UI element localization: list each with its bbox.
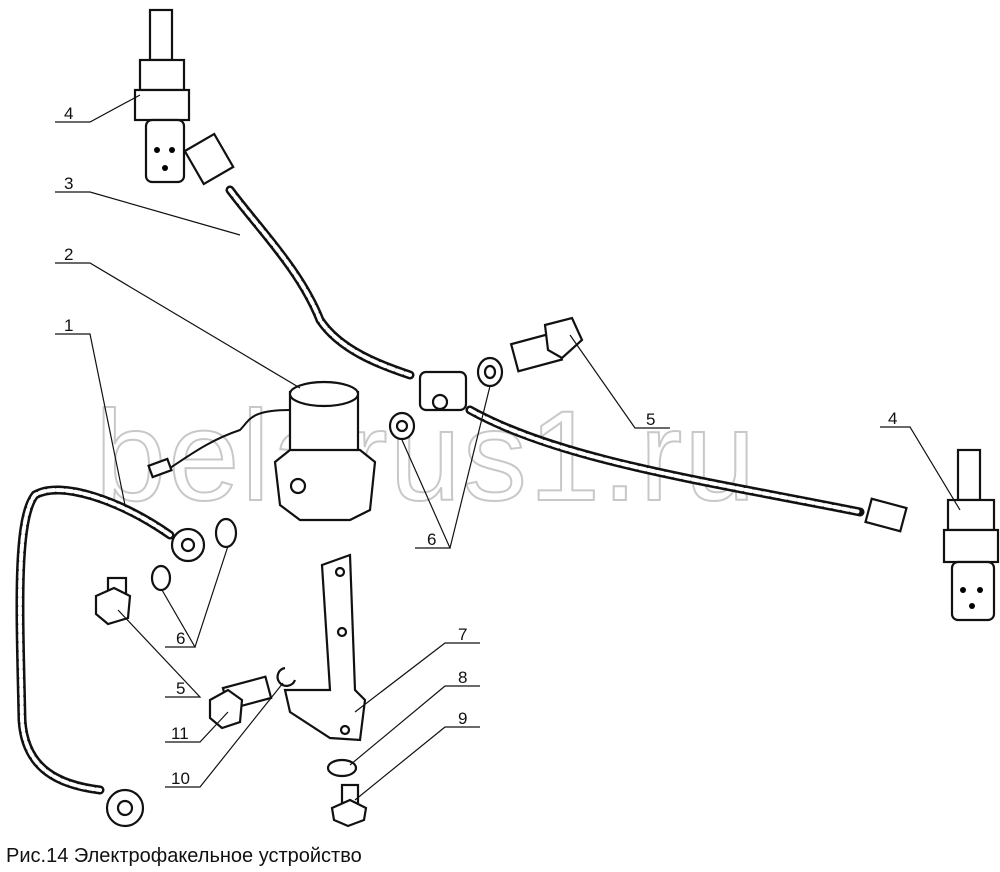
- fuel-pipe-long: [465, 405, 908, 533]
- callout-10: 10: [171, 769, 190, 788]
- screw-9: [330, 783, 368, 828]
- retaining-ring-10: [276, 666, 297, 687]
- washer-8: [326, 758, 358, 778]
- callout-4: 4: [64, 104, 73, 123]
- callout-2: 2: [64, 245, 73, 264]
- banjo-fitting: [418, 370, 468, 412]
- callout-9: 9: [458, 709, 467, 728]
- solenoid-valve-2: [147, 380, 377, 522]
- figure-caption: Рис.14 Электрофакельное устройство: [6, 845, 362, 867]
- washer-6: [150, 564, 172, 592]
- bracket-hole: [336, 626, 348, 638]
- callout-7: 7: [458, 625, 467, 644]
- callout-1: 1: [64, 316, 73, 335]
- glow-plug-4: [942, 448, 1000, 622]
- bolt-5: [94, 576, 132, 626]
- fuel-pipe-1: [15, 485, 206, 828]
- fuel-pipe-3: [183, 132, 415, 380]
- bolt-5: [509, 316, 584, 373]
- bracket-7: [283, 553, 367, 742]
- callout-6: 6: [427, 530, 436, 549]
- callout-5: 5: [176, 679, 185, 698]
- glow-plug-4: [133, 8, 191, 184]
- washer-hole: [483, 364, 497, 380]
- leader-lines: [55, 94, 961, 801]
- callout-3: 3: [64, 174, 73, 193]
- washer-6: [214, 517, 238, 549]
- bracket-hole: [334, 566, 346, 578]
- callout-5: 5: [646, 410, 655, 429]
- callout-8: 8: [458, 668, 467, 687]
- bolt-11: [208, 675, 273, 730]
- washer-hole: [395, 419, 409, 433]
- callout-6: 6: [176, 629, 185, 648]
- callout-4: 4: [888, 409, 897, 428]
- callout-11: 11: [171, 724, 189, 743]
- bracket-hole: [339, 724, 351, 736]
